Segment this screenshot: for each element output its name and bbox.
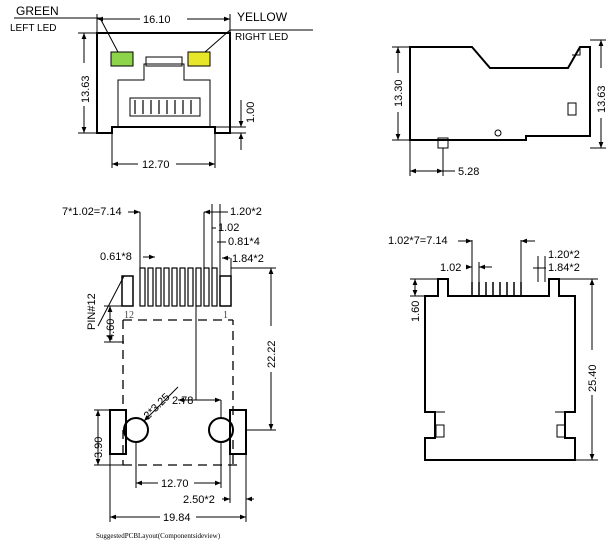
- bottom-view-pins: [471, 282, 522, 296]
- pad-large-right: [219, 275, 232, 307]
- pad-small-dim: 0.81*4: [228, 236, 260, 248]
- right-led-label: RIGHT LED: [235, 32, 288, 43]
- yellow-label: YELLOW: [237, 10, 288, 24]
- side-view-hole: [494, 129, 502, 137]
- front-view-pins: [129, 97, 201, 117]
- side-offset-dim: 5.28: [458, 166, 479, 178]
- pin-dim: 1.00: [245, 102, 257, 123]
- mount-hole-left: [123, 417, 149, 443]
- pcb-pad-row: [121, 267, 232, 307]
- pad-large-dim: 1.84*2: [232, 253, 264, 265]
- front-width-dim: 16.10: [143, 14, 171, 26]
- shield-pad-left: [109, 409, 127, 455]
- front-view-latch: [145, 56, 183, 67]
- hole-dia-dim: 2*3.25: [142, 391, 173, 422]
- pad-061-dim: 0.61*8: [100, 251, 132, 263]
- pcb-caption: SuggestedPCBLayout(Componentsideview): [96, 532, 221, 540]
- pitch-total-dim: 7*1.02=7.14: [62, 206, 122, 218]
- pcb-outline: [122, 319, 241, 466]
- yellow-led: [187, 51, 211, 67]
- front-view-opening: [117, 63, 211, 128]
- side-height-left-dim: 13.30: [393, 79, 405, 107]
- pad-large-left: [121, 275, 134, 307]
- pad-width-dim: 1.20*2: [230, 206, 262, 218]
- row-offset-dim: 4.60: [105, 319, 117, 340]
- pitch-dim: 1.02: [218, 222, 239, 234]
- front-view: GREEN LEFT LED YELLOW RIGHT LED 16.10 13…: [10, 4, 313, 171]
- hole-offset-dim: 2.78: [172, 395, 193, 407]
- front-height-dim: 13.63: [80, 75, 92, 103]
- bottom-pitch-dim: 1.02: [440, 262, 461, 274]
- bottom-left-tab: [435, 424, 445, 438]
- pin12-number: 12: [124, 310, 134, 321]
- bottom-length-dim: 25.40: [587, 364, 599, 392]
- side-view-body: [409, 46, 591, 141]
- pin-label: PIN#12: [86, 293, 98, 330]
- bottom-top-offset-dim: 1.60: [410, 301, 422, 322]
- shield-pad-dim: 2.50*2: [183, 494, 215, 506]
- total-width-dim: 19.84: [163, 512, 191, 524]
- bottom-pad-large-dim: 1.84*2: [548, 262, 580, 274]
- bottom-view: 1.02*7=7.14 1.02 1.20*2 1.84*2 1.60 25.4…: [388, 235, 599, 461]
- green-label: GREEN: [16, 4, 59, 18]
- bottom-pitch-total-dim: 1.02*7=7.14: [388, 235, 448, 247]
- hole-spacing-dim: 12.70: [161, 478, 189, 490]
- shield-pad-right: [229, 409, 247, 455]
- pcb-layout: 12 1 PIN#12 7*1.02=7.14 1.20*2 1.02 0.81…: [62, 204, 278, 540]
- side-view: 13.30 13.63 5.28: [392, 39, 608, 178]
- bottom-right-tab: [556, 424, 566, 438]
- side-height-right-dim: 13.63: [596, 85, 608, 113]
- pin1-number: 1: [223, 310, 228, 321]
- total-height-dim: 22.22: [266, 340, 278, 368]
- bottom-pad-width-dim: 1.20*2: [548, 249, 580, 261]
- bottom-view-body: [424, 278, 576, 461]
- hole-y-dim: 3.90: [93, 437, 105, 458]
- left-led-label: LEFT LED: [10, 23, 57, 34]
- base-width-dim: 12.70: [142, 159, 170, 171]
- side-view-window: [567, 102, 577, 116]
- pad-row-pins: [139, 267, 218, 307]
- green-led: [110, 51, 134, 67]
